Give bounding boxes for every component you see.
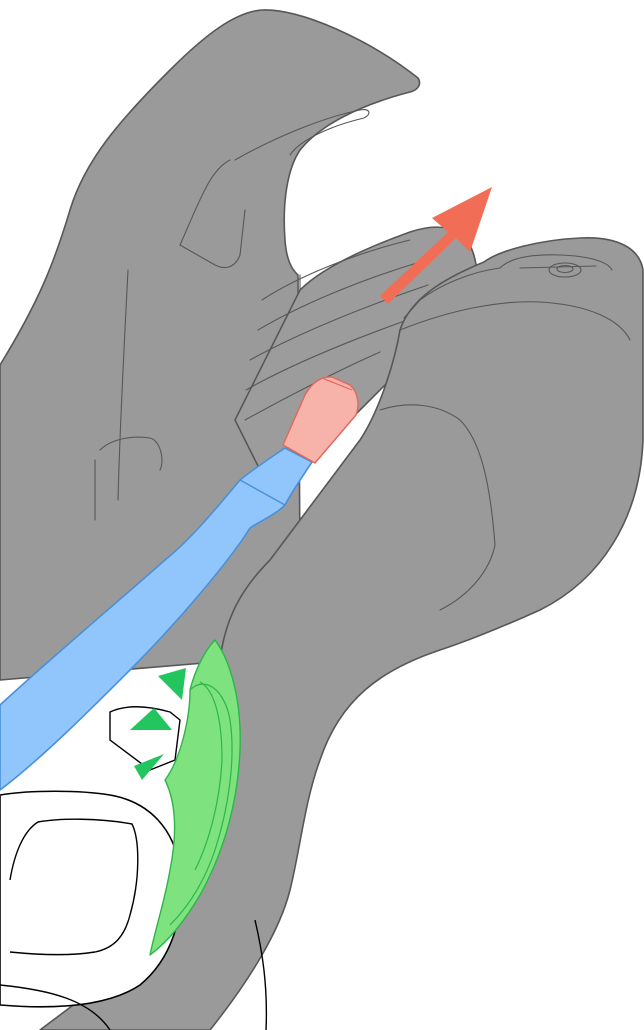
assembly-illustration	[0, 0, 644, 1030]
